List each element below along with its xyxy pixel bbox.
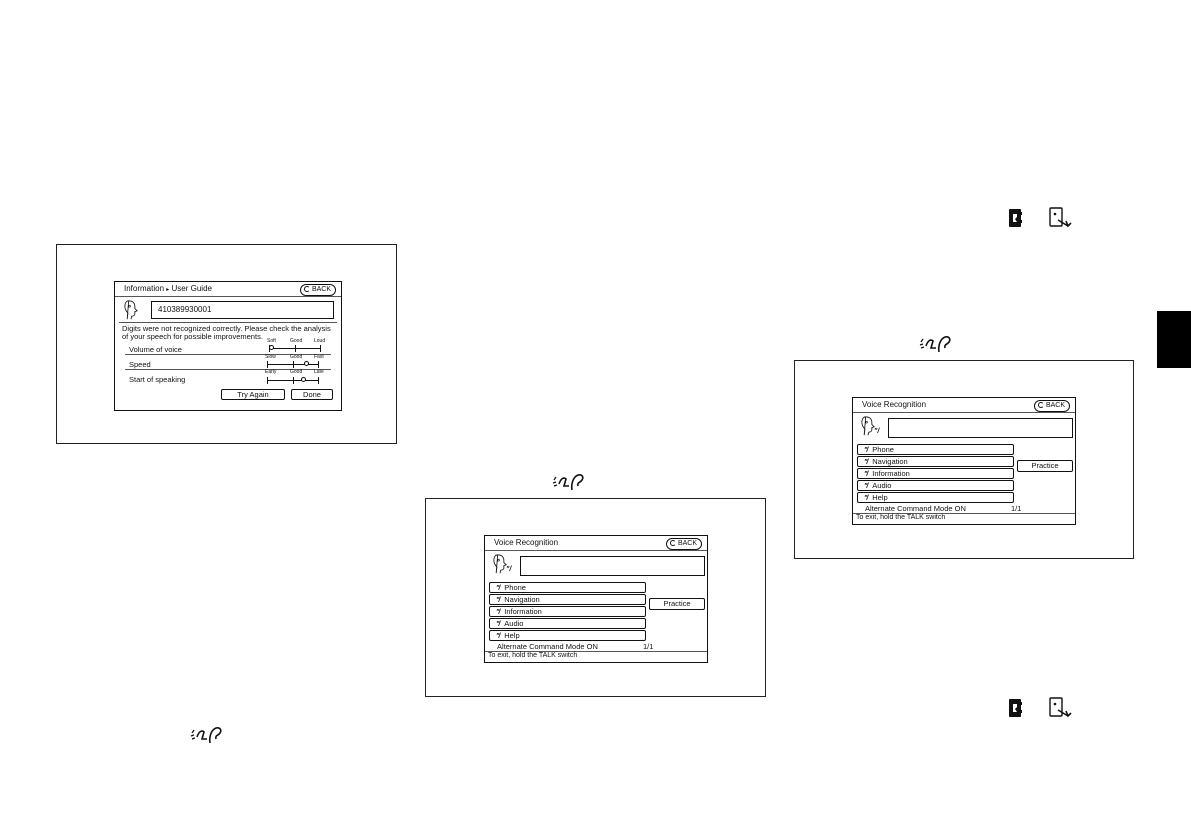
done-button[interactable]: Done bbox=[291, 389, 333, 400]
voice-wave-icon: "/ bbox=[496, 597, 500, 604]
start-scale bbox=[267, 377, 319, 384]
page-indicator: 1/1 bbox=[643, 642, 654, 651]
breadcrumb-separator-icon: ▸ bbox=[166, 287, 170, 293]
speed-label: Speed bbox=[129, 360, 151, 369]
divider bbox=[125, 369, 331, 370]
phone-talk-icon bbox=[1048, 697, 1074, 719]
chapter-tab bbox=[1157, 311, 1191, 368]
scale-good: Good bbox=[290, 338, 303, 344]
screen-header: Voice Recognition BACK bbox=[853, 398, 1075, 413]
speed-marker bbox=[304, 361, 309, 366]
page-indicator: 1/1 bbox=[1011, 504, 1022, 513]
voice-recognition-screen: Voice Recognition BACK "/ "/Phone "/Navi… bbox=[484, 535, 708, 663]
divider bbox=[125, 354, 331, 355]
start-marker bbox=[301, 377, 306, 382]
practice-button[interactable]: Practice bbox=[1017, 460, 1073, 472]
speed-scale bbox=[267, 361, 319, 368]
voice-wave-icon: "/ bbox=[874, 428, 880, 435]
menu-item-navigation[interactable]: "/Navigation bbox=[489, 594, 646, 605]
menu-item-phone[interactable]: "/Phone bbox=[489, 582, 646, 593]
practice-button[interactable]: Practice bbox=[649, 598, 705, 610]
voice-wave-icon: "/ bbox=[496, 585, 500, 592]
back-button[interactable]: BACK bbox=[1033, 400, 1070, 412]
exit-hint: To exit, hold the TALK switch bbox=[488, 652, 578, 659]
screen-title: Voice Recognition bbox=[494, 538, 559, 547]
phone-book-icon bbox=[1007, 207, 1023, 229]
voice-wave-icon: "/ bbox=[864, 447, 868, 454]
scale-late: Late bbox=[314, 369, 324, 375]
scale-soft: Soft bbox=[267, 338, 276, 344]
user-guide-screen: Information ▸ User Guide BACK 4103899300… bbox=[114, 281, 342, 411]
exit-hint: To exit, hold the TALK switch bbox=[856, 514, 946, 521]
voice-wave-icon: "/ bbox=[496, 621, 500, 628]
volume-label: Volume of voice bbox=[129, 345, 182, 354]
speaking-head-icon bbox=[124, 300, 138, 320]
try-again-button[interactable]: Try Again bbox=[221, 389, 285, 400]
menu-item-information[interactable]: "/Information bbox=[857, 468, 1014, 479]
talk-switch-icon bbox=[190, 725, 226, 745]
back-arrow-icon bbox=[669, 540, 676, 546]
phone-talk-icon bbox=[1048, 207, 1074, 229]
menu-item-navigation[interactable]: "/Navigation bbox=[857, 456, 1014, 467]
breadcrumb: Information ▸ User Guide bbox=[124, 284, 212, 293]
menu-item-help[interactable]: "/Help bbox=[489, 630, 646, 641]
scale-fast: Fast bbox=[314, 354, 324, 360]
talk-switch-icon bbox=[552, 472, 588, 492]
screen-title: Voice Recognition bbox=[862, 400, 927, 409]
back-button[interactable]: BACK bbox=[299, 284, 336, 296]
voice-wave-icon: "/ bbox=[864, 459, 868, 466]
footer-divider bbox=[853, 513, 1075, 514]
digits-display: 410389930001 bbox=[151, 301, 334, 319]
voice-recognition-screen: Voice Recognition BACK "/ "/Phone "/Navi… bbox=[852, 397, 1076, 525]
figure-user-guide: Information ▸ User Guide BACK 4103899300… bbox=[56, 244, 397, 444]
talk-switch-icon bbox=[919, 334, 955, 354]
scale-loud: Loud bbox=[314, 338, 326, 344]
screen-header: Information ▸ User Guide BACK bbox=[115, 282, 341, 297]
scale-slow: Slow bbox=[265, 354, 276, 360]
divider bbox=[119, 322, 337, 323]
alt-command-mode: Alternate Command Mode ON bbox=[497, 642, 598, 651]
voice-wave-icon: "/ bbox=[864, 495, 868, 502]
speaking-head-icon bbox=[493, 554, 507, 574]
start-label: Start of speaking bbox=[129, 375, 186, 384]
speaking-head-icon bbox=[861, 416, 875, 436]
back-arrow-icon bbox=[1037, 402, 1044, 408]
footer-divider bbox=[485, 651, 707, 652]
volume-marker bbox=[269, 345, 274, 350]
voice-wave-icon: "/ bbox=[864, 483, 868, 490]
analysis-message: Digits were not recognized correctly. Pl… bbox=[122, 324, 331, 341]
figure-voice-recognition-2: Voice Recognition BACK "/ "/Phone "/Navi… bbox=[794, 360, 1134, 559]
scale-good: Good bbox=[290, 369, 303, 375]
menu-item-audio[interactable]: "/Audio bbox=[857, 480, 1014, 491]
screen-header: Voice Recognition BACK bbox=[485, 536, 707, 551]
breadcrumb-information[interactable]: Information bbox=[124, 284, 165, 293]
alt-command-mode: Alternate Command Mode ON bbox=[865, 504, 966, 513]
back-arrow-icon bbox=[303, 286, 310, 292]
breadcrumb-user-guide: User Guide bbox=[171, 284, 212, 293]
speech-input-display bbox=[520, 556, 705, 576]
phone-book-icon bbox=[1007, 697, 1023, 719]
back-button[interactable]: BACK bbox=[665, 538, 702, 550]
voice-wave-icon: "/ bbox=[864, 471, 868, 478]
menu-item-help[interactable]: "/Help bbox=[857, 492, 1014, 503]
figure-voice-recognition-1: Voice Recognition BACK "/ "/Phone "/Navi… bbox=[425, 498, 766, 697]
menu-item-audio[interactable]: "/Audio bbox=[489, 618, 646, 629]
menu-item-phone[interactable]: "/Phone bbox=[857, 444, 1014, 455]
scale-good: Good bbox=[290, 354, 303, 360]
scale-early: Early bbox=[265, 369, 277, 375]
volume-scale bbox=[269, 345, 321, 352]
speech-input-display bbox=[888, 418, 1073, 438]
voice-wave-icon: "/ bbox=[496, 609, 500, 616]
voice-wave-icon: "/ bbox=[496, 633, 500, 640]
voice-wave-icon: "/ bbox=[506, 566, 512, 573]
menu-item-information[interactable]: "/Information bbox=[489, 606, 646, 617]
